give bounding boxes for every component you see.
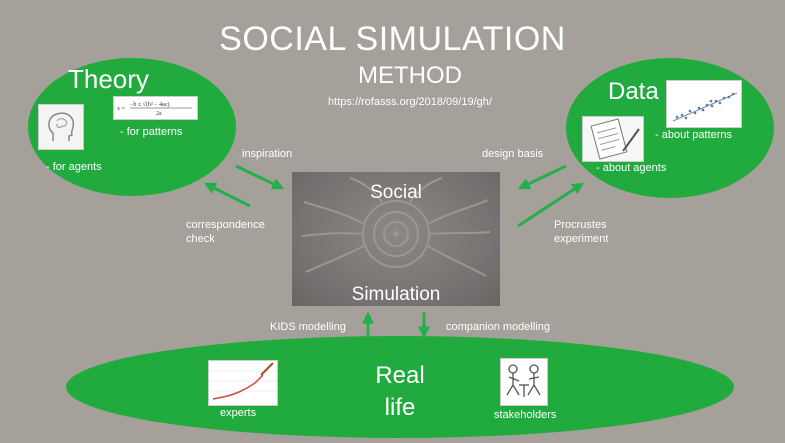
procrustes-arrow — [517, 182, 585, 228]
svg-text:−b ± √(b² − 4ac): −b ± √(b² − 4ac) — [130, 101, 169, 108]
diagram-subtitle: METHOD — [358, 62, 462, 89]
formula-image: x = −b ± √(b² − 4ac) 2a — [113, 96, 198, 120]
head-icon — [38, 104, 84, 150]
correspondence-label-2: check — [186, 233, 215, 245]
correspondence-label-1: correspondence — [186, 219, 265, 231]
meeting-people-image — [500, 358, 548, 406]
social-simulation-box — [292, 172, 500, 306]
diagram-title: SOCIAL SIMULATION — [219, 20, 566, 58]
svg-text:x =: x = — [117, 106, 126, 112]
theory-patterns-label: - for patterns — [120, 126, 183, 138]
stakeholders-label: stakeholders — [494, 409, 557, 421]
inspiration-arrow — [235, 164, 285, 190]
data-agents-label: - about agents — [596, 162, 667, 174]
design-basis-label: design basis — [482, 148, 544, 160]
inspiration-label: inspiration — [242, 148, 293, 160]
center-label-top: Social — [370, 182, 422, 203]
source-url[interactable]: https://rofasss.org/2018/09/19/gh/ — [328, 96, 492, 108]
correspondence-arrow — [203, 182, 251, 208]
growth-chart-image — [208, 360, 278, 406]
theory-heading: Theory — [68, 64, 149, 94]
center-label-bottom: Simulation — [351, 284, 441, 305]
procrustes-label-2: experiment — [554, 233, 609, 245]
svg-text:2a: 2a — [156, 111, 162, 117]
clipboard-icon — [582, 116, 644, 162]
data-heading: Data — [608, 78, 659, 105]
scatter-plot-image — [666, 80, 742, 128]
data-patterns-label: - about patterns — [655, 129, 733, 141]
experts-label: experts — [220, 407, 257, 419]
real-life-ellipse — [66, 336, 734, 438]
design-basis-arrow — [517, 164, 567, 190]
kids-label: KIDS modelling — [270, 321, 346, 333]
real-life-label-1: Real — [375, 362, 425, 389]
real-life-label-2: life — [384, 394, 416, 421]
theory-agents-label: - for agents — [46, 161, 102, 173]
procrustes-label-1: Procrustes — [554, 219, 607, 231]
companion-label: companion modelling — [446, 321, 550, 333]
